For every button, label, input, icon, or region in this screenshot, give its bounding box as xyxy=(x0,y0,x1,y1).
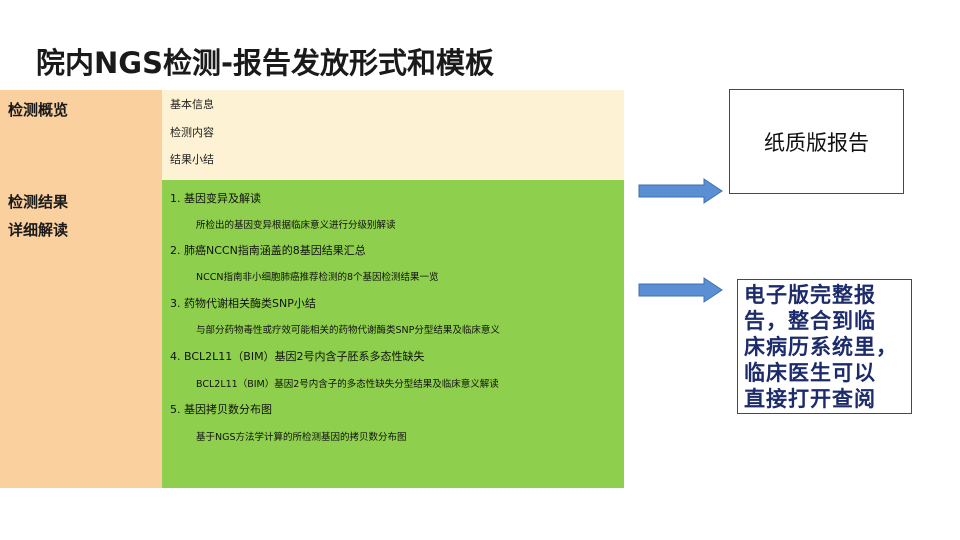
overview-item-result-summary: 结果小结 xyxy=(170,153,214,166)
electronic-report-box: 电子版完整报 告，整合到临 床病历系统里， 临床医生可以 直接打开查阅 xyxy=(737,279,912,414)
detail-desc-3: 与部分药物毒性或疗效可能相关的药物代谢酶类SNP分型结果及临床意义 xyxy=(196,325,500,336)
page-title: 院内NGS检测-报告发放形式和模板 xyxy=(36,46,494,80)
section-label-column: 检测概览 检测结果 详细解读 xyxy=(0,90,162,488)
electronic-line-5: 直接打开查阅 xyxy=(744,386,876,411)
electronic-line-3: 床病历系统里， xyxy=(744,334,898,359)
overview-panel: 基本信息 检测内容 结果小结 xyxy=(162,90,624,180)
detail-heading-1: 1. 基因变异及解读 xyxy=(170,192,261,205)
detail-heading-5: 5. 基因拷贝数分布图 xyxy=(170,403,272,416)
detail-desc-2: NCCN指南非小细胞肺癌推荐检测的8个基因检测结果一览 xyxy=(196,272,439,283)
detail-label-line2: 详细解读 xyxy=(8,221,69,239)
overview-label: 检测概览 xyxy=(8,101,69,119)
paper-report-box: 纸质版报告 xyxy=(729,89,904,194)
detail-desc-4: BCL2L11（BIM）基因2号内含子的多态性缺失分型结果及临床意义解读 xyxy=(196,379,499,390)
detail-desc-5: 基于NGS方法学计算的所检测基因的拷贝数分布图 xyxy=(196,432,407,443)
detail-heading-4: 4. BCL2L11（BIM）基因2号内含子胚系多态性缺失 xyxy=(170,350,425,363)
electronic-line-4: 临床医生可以 xyxy=(744,360,876,385)
detail-heading-2: 2. 肺癌NCCN指南涵盖的8基因结果汇总 xyxy=(170,244,366,257)
detail-heading-3: 3. 药物代谢相关酶类SNP小结 xyxy=(170,297,316,310)
electronic-line-2: 告，整合到临 xyxy=(744,308,876,333)
overview-item-basic-info: 基本信息 xyxy=(170,98,214,111)
electronic-line-1: 电子版完整报 xyxy=(744,282,876,307)
detail-label-line1: 检测结果 xyxy=(8,193,69,211)
detail-desc-1: 所检出的基因变异根据临床意义进行分级别解读 xyxy=(196,220,396,231)
arrow-right-icon-electronic xyxy=(638,277,723,303)
overview-item-test-content: 检测内容 xyxy=(170,126,214,139)
arrow-right-icon-paper xyxy=(638,178,723,204)
detail-panel: 1. 基因变异及解读 所检出的基因变异根据临床意义进行分级别解读 2. 肺癌NC… xyxy=(162,180,624,488)
